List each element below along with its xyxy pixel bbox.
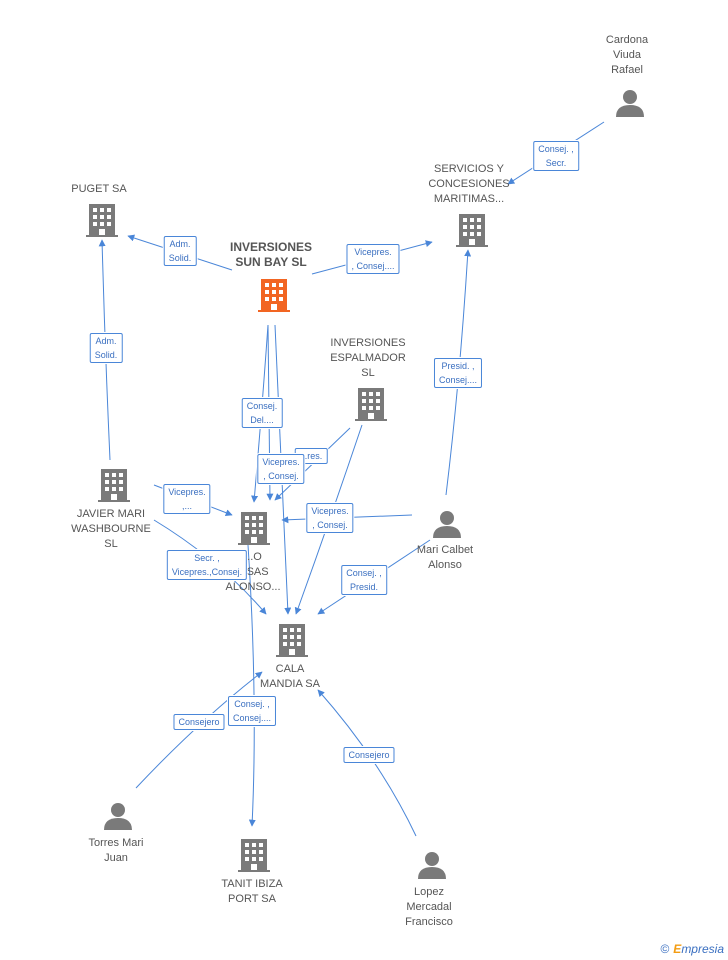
person-icon-calbet[interactable] [432,509,462,544]
building-icon-servicios[interactable] [456,212,488,253]
edge-label-lopez[interactable]: Consejero [343,747,395,763]
node-label-main[interactable]: INVERSIONES SUN BAY SL [229,240,313,269]
edge-label-javier-cala[interactable]: Secr. , Vicepres.,Consej. [166,550,248,580]
edge-label-middle-tanit[interactable]: Consej. , Consej.... [227,696,277,726]
building-icon-espalmador[interactable] [355,386,387,427]
edge-torres-middle [135,671,263,789]
person-icon-torres[interactable] [103,801,133,836]
node-label-calbet[interactable]: Mari Calbet Alonso [416,544,474,571]
node-label-espalmador[interactable]: INVERSIONES ESPALMADOR SL [330,337,406,379]
edge-label-cardona-servicios[interactable]: Consej. , Secr. [533,141,579,171]
edge-label-calbet-middle[interactable]: Vicepres. , Consej. [306,503,354,533]
node-label-lopez[interactable]: Lopez Mercadal Francisco [405,886,453,928]
edge-label-main-cala[interactable]: Vicepres. , Consej. [257,454,305,484]
edge-label-calbet-servicios[interactable]: Presid. , Consej.... [433,358,483,388]
node-label-cala[interactable]: CALA MANDIA SA [260,663,320,690]
edge-label-main-middle[interactable]: Consej. Del.... [241,398,283,428]
edge-label-main-puget[interactable]: Adm. Solid. [163,236,197,266]
edge-middle-tanit [247,544,256,827]
edge-label-javier-middle[interactable]: Vicepres. ,... [163,484,211,514]
building-icon-main[interactable] [258,277,290,318]
copyright-icon: © [660,942,670,956]
edge-lopez-cala [317,689,417,837]
node-label-tanit[interactable]: TANIT IBIZA PORT SA [221,878,283,905]
building-icon-puget[interactable] [86,202,118,243]
node-label-torres[interactable]: Torres Mari Juan [88,837,144,864]
building-icon-middle[interactable] [238,510,270,551]
edge-label-javier-puget[interactable]: Adm. Solid. [89,333,123,363]
node-label-puget[interactable]: PUGET SA [71,183,127,195]
empresia-logo: ©Empresia [660,942,724,956]
person-icon-lopez[interactable] [417,850,447,885]
edge-label-calbet-cala[interactable]: Consej. , Presid. [341,565,387,595]
building-icon-cala[interactable] [276,622,308,663]
edge-espalmador-middle [274,427,351,501]
node-label-javier[interactable]: JAVIER MARI WASHBOURNE SL [71,508,151,550]
edge-label-main-servicios[interactable]: Vicepres. , Consej.... [346,244,400,274]
edge-label-torres[interactable]: Consejero [173,714,225,730]
node-label-servicios[interactable]: SERVICIOS Y CONCESIONES MARITIMAS... [428,163,510,205]
person-icon-cardona[interactable] [615,88,645,123]
node-label-cardona[interactable]: Cardona Viuda Rafael [605,34,649,76]
building-icon-javier[interactable] [98,467,130,508]
building-icon-tanit[interactable] [238,837,270,878]
